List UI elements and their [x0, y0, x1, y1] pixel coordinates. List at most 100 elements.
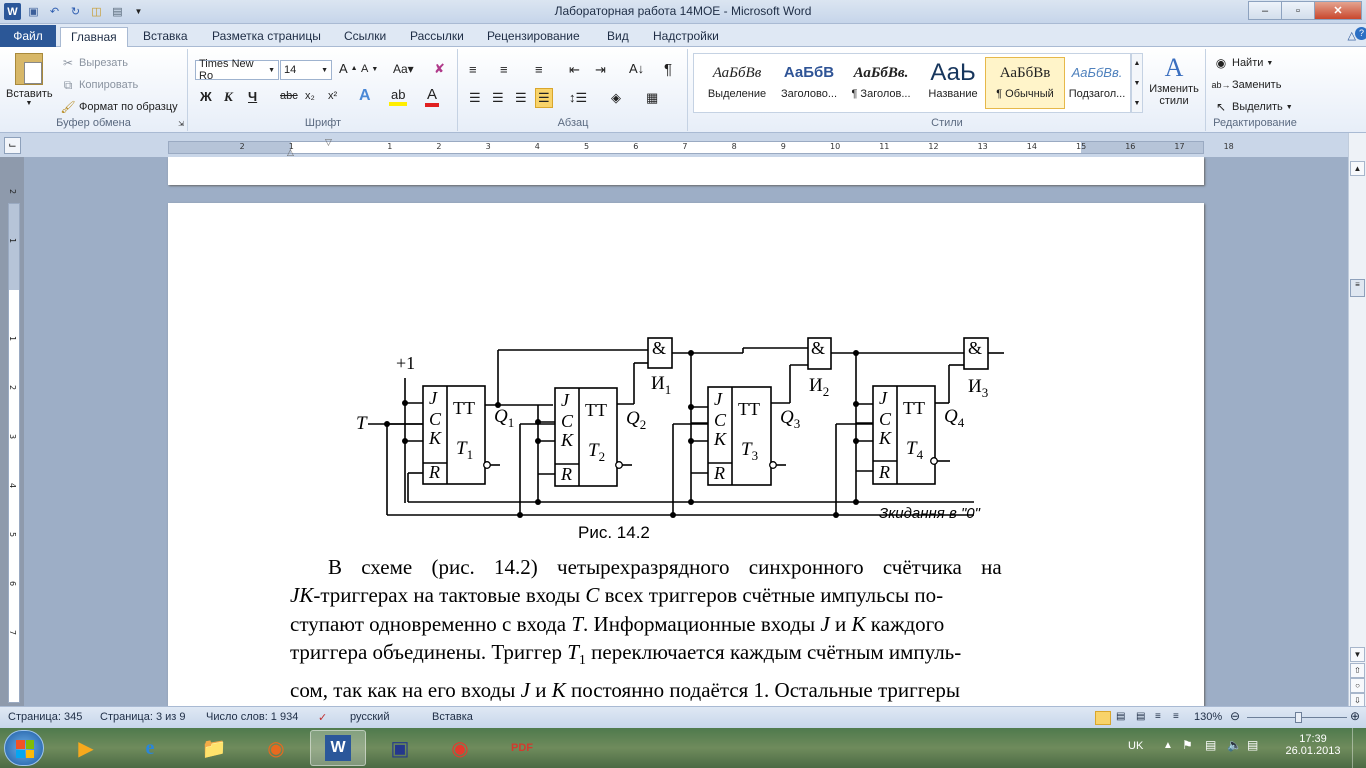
style-subtitle[interactable]: АаБбВв.Подзагол... [1057, 57, 1137, 109]
pdf-icon[interactable]: PDF [511, 742, 533, 754]
tab-insert[interactable]: Вставка [143, 29, 188, 43]
tab-selector[interactable]: ⌙ [4, 137, 21, 154]
status-pages[interactable]: Страница: 3 из 9 [100, 711, 186, 723]
highlight-icon[interactable]: ab [389, 87, 408, 106]
tab-mailings[interactable]: Рассылки [410, 29, 464, 43]
style-heading2[interactable]: АаБбВв.¶ Заголов... [841, 57, 921, 109]
word-logo-icon[interactable]: W [4, 3, 21, 20]
find-button[interactable]: ◉Найти▼ [1213, 55, 1274, 71]
status-mode[interactable]: Вставка [432, 711, 473, 723]
chrome-icon[interactable]: ◉ [451, 737, 469, 760]
multilevel-list-icon[interactable]: ≡ [535, 62, 543, 77]
firefox-icon[interactable]: ◉ [267, 737, 285, 760]
clear-format-icon[interactable]: ✘ [434, 61, 445, 76]
style-normal[interactable]: АаБбВв¶ Обычный [985, 57, 1065, 109]
volume-icon[interactable]: 🔈 [1227, 738, 1242, 752]
draft-view-icon[interactable]: ≡ [1173, 711, 1179, 722]
font-color-icon[interactable]: A [425, 86, 440, 107]
word-taskbar-button[interactable]: W [310, 730, 366, 766]
change-case-button[interactable]: Aa▾ [393, 62, 414, 76]
align-center-icon[interactable]: ☰ [492, 90, 504, 105]
open-icon[interactable]: ◫ [91, 6, 102, 18]
scroll-up-icon[interactable]: ▲ [1350, 161, 1365, 176]
print-layout-view-icon[interactable] [1095, 711, 1111, 725]
align-left-icon[interactable]: ☰ [469, 90, 481, 105]
tab-review[interactable]: Рецензирование [487, 29, 580, 43]
spelling-icon[interactable]: ✓ [318, 712, 328, 724]
network-icon[interactable]: ▤ [1247, 738, 1259, 752]
first-line-indent-icon[interactable]: ▽ [325, 138, 332, 148]
shrink-font-button[interactable]: A▼ [361, 63, 379, 75]
line-spacing-icon[interactable]: ↕☰ [569, 90, 588, 105]
maximize-button[interactable]: ▫ [1281, 1, 1315, 20]
zoom-out-icon[interactable]: ⊖ [1230, 709, 1241, 723]
increase-indent-icon[interactable]: ⇥ [595, 62, 606, 77]
select-button[interactable]: ↖Выделить▼ [1213, 99, 1293, 115]
text-effects-icon[interactable]: A [359, 87, 371, 104]
strikethrough-button[interactable]: abc [280, 90, 298, 102]
save-icon[interactable]: ▣ [28, 6, 39, 18]
zoom-thumb[interactable] [1295, 712, 1302, 723]
decrease-indent-icon[interactable]: ⇤ [569, 62, 580, 77]
justify-icon[interactable]: ☰ [535, 88, 553, 108]
tab-page-layout[interactable]: Разметка страницы [212, 29, 321, 43]
grow-font-button[interactable]: A▲ [339, 61, 358, 76]
copy-button[interactable]: ⧉Копировать [60, 77, 139, 93]
redo-icon[interactable]: ↻ [70, 6, 81, 18]
format-painter-button[interactable]: 🖌Формат по образцу [60, 99, 177, 115]
tab-addins[interactable]: Надстройки [653, 29, 719, 43]
bullets-icon[interactable]: ≡ [469, 62, 477, 77]
paste-button[interactable]: Вставить ▼ [6, 51, 53, 115]
media-player-icon[interactable]: ▶ [78, 737, 94, 760]
pilcrow-icon[interactable]: ¶ [664, 61, 673, 78]
status-language[interactable]: русский [350, 711, 390, 723]
replace-button[interactable]: ab→Заменить [1212, 77, 1282, 93]
full-screen-view-icon[interactable]: ▤ [1116, 711, 1126, 722]
styles-scroll[interactable]: ▲▼▼ [1131, 53, 1143, 113]
help-icon[interactable]: ? [1355, 27, 1366, 40]
show-hidden-icons[interactable]: ▲ [1163, 740, 1173, 751]
font-name-select[interactable]: Times New Ro▼ [195, 58, 279, 82]
sort-icon[interactable]: A↓ [629, 61, 645, 76]
flag-icon[interactable]: ⚑ [1182, 738, 1193, 752]
browse-object-icon[interactable]: ○ [1350, 678, 1365, 693]
ribbon-minimize-icon[interactable]: △ [1347, 30, 1356, 42]
cut-button[interactable]: ✂Вырезать [60, 55, 128, 71]
explorer-icon[interactable]: 📁 [201, 737, 227, 760]
floppy-icon[interactable]: ▣ [390, 737, 410, 760]
zoom-in-icon[interactable]: ⊕ [1350, 709, 1361, 723]
tray-app-icon[interactable]: ▤ [1205, 738, 1217, 752]
status-words[interactable]: Число слов: 1 934 [206, 711, 299, 723]
vertical-scrollbar[interactable]: ▲ ≡ ▼ ⇧ ○ ⇩ [1348, 133, 1366, 708]
tab-view[interactable]: Вид [607, 29, 629, 43]
scroll-thumb[interactable]: ≡ [1350, 279, 1365, 297]
keyboard-language[interactable]: UK [1128, 740, 1144, 752]
indent-marker-icon[interactable]: △ [287, 148, 294, 158]
tab-file[interactable]: Файл [0, 25, 56, 47]
italic-button[interactable]: К [224, 89, 233, 104]
numbering-icon[interactable]: ≡ [500, 62, 508, 77]
underline-button[interactable]: Ч [248, 89, 258, 104]
tab-references[interactable]: Ссылки [344, 29, 387, 43]
show-desktop-button[interactable] [1352, 728, 1366, 768]
customize-qat-icon[interactable]: ▼ [134, 7, 143, 16]
change-styles-button[interactable]: A Изменить стили [1145, 53, 1203, 115]
scroll-down-icon[interactable]: ▼ [1350, 647, 1365, 662]
web-layout-view-icon[interactable]: ▤ [1136, 711, 1146, 722]
subscript-button[interactable]: x₂ [305, 90, 315, 102]
font-size-select[interactable]: 14▼ [280, 60, 332, 80]
prev-page-icon[interactable]: ⇧ [1350, 663, 1365, 678]
borders-icon[interactable]: ▦ [646, 90, 659, 105]
print-preview-icon[interactable]: ▤ [112, 6, 123, 18]
close-button[interactable]: ✕ [1314, 1, 1362, 20]
bold-button[interactable]: Ж [200, 89, 212, 104]
outline-view-icon[interactable]: ≡ [1155, 711, 1161, 722]
tab-home[interactable]: Главная [60, 27, 128, 48]
